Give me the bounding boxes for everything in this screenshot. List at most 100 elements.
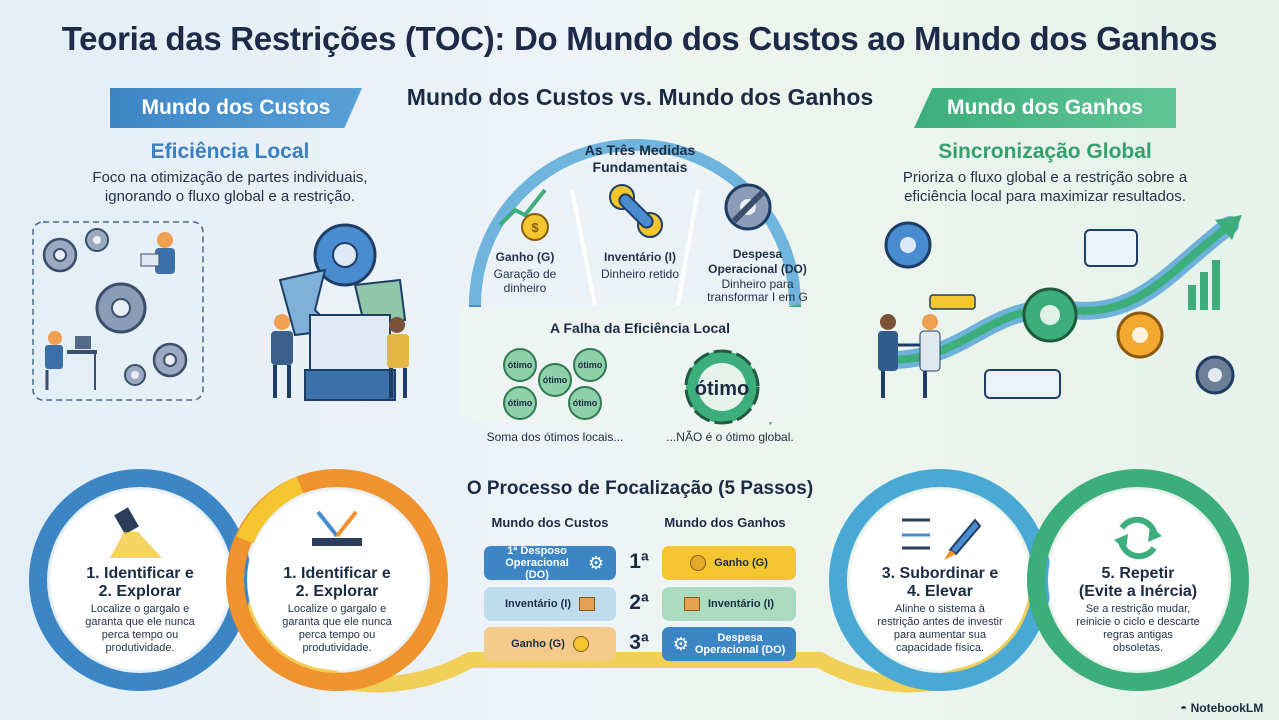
ganhos-item-2: Inventário (I) <box>662 587 796 621</box>
gear-icon <box>124 364 146 386</box>
step4-desc-4: obsoletas. <box>1112 642 1164 654</box>
ganho-title: Ganho (G) <box>495 250 555 264</box>
dashed-frame <box>32 221 204 401</box>
gear-icon <box>42 237 78 273</box>
step2-desc-2: garanta que ele nunca <box>282 616 392 628</box>
process-flow <box>29 469 1249 693</box>
worker-at-desk-icon <box>45 331 97 390</box>
global-optimum-bubble: ótimo <box>684 349 760 425</box>
step4-title-line1: 5. Repetir <box>1101 565 1175 582</box>
spotlight-icon <box>110 507 162 558</box>
col-mundo-ganhos: Mundo dos Ganhos <box>664 515 786 530</box>
svg-text:$: $ <box>531 220 539 235</box>
custos-item-1-line2: Operacional (DO) <box>505 557 569 581</box>
ganhos-item-2-label: Inventário (I) <box>707 598 774 610</box>
gear-icon <box>1022 287 1078 343</box>
step-ring-4 <box>1027 469 1249 691</box>
left-illustration <box>32 221 409 401</box>
step-disc-2 <box>247 490 427 670</box>
step-disc-3 <box>850 490 1030 670</box>
converging-arrows-icon <box>312 510 362 546</box>
bubble-label: ótimo <box>578 360 603 370</box>
failure-heading: A Falha da Eficiência Local <box>550 320 730 336</box>
gear-icon <box>152 342 188 378</box>
custos-item-2: Inventário (I) <box>484 587 616 621</box>
measures-heading-line1: As Três Medidas <box>584 142 696 158</box>
custos-item-3-label: Ganho (G) <box>511 638 565 650</box>
banner-mundo-custos: Mundo dos Custos <box>110 88 362 128</box>
left-desc-line1: Foco na otimização de partes individuais… <box>92 169 368 186</box>
inner-circle <box>698 363 746 411</box>
rank-2: 2ª <box>629 591 649 614</box>
col-mundo-custos: Mundo dos Custos <box>491 515 609 530</box>
bubble-otimo <box>503 386 537 420</box>
gear-icon <box>85 228 109 252</box>
step2-title-line1: 1. Identificar e <box>283 565 391 582</box>
ganho-desc-line1: Garação de <box>493 267 557 281</box>
despesa-title-line1: Despesa <box>732 247 783 261</box>
center-heading: Mundo dos Custos vs. Mundo dos Ganhos <box>406 84 874 110</box>
step4-title-line2: (Evite a Inércia) <box>1078 583 1198 600</box>
ganho-desc-line2: dinheiro <box>503 281 547 295</box>
local-optima-bubbles: ótimo ótimo ótimo ótimo ótimo <box>503 348 607 420</box>
worker-icon <box>271 314 293 398</box>
subtitle-eficiencia-local: Eficiência Local <box>150 140 310 163</box>
despesa-desc-line1: Dinheiro para <box>721 277 794 291</box>
bubble-otimo <box>573 348 607 382</box>
step3-title-line2: 4. Elevar <box>907 583 973 600</box>
inventario-title: Inventário (I) <box>603 250 676 264</box>
step1-desc-4: produtividade. <box>105 642 175 654</box>
inventario-desc: Dinheiro retido <box>600 267 680 281</box>
rank-3: 3ª <box>629 631 649 654</box>
align-rocket-icon <box>902 518 982 560</box>
bubble-otimo <box>568 386 602 420</box>
caption-soma-otimos: Soma dos ótimos locais... <box>486 430 624 444</box>
banner-mundo-ganhos: Mundo dos Ganhos <box>914 88 1176 128</box>
step-ring-2 <box>226 469 448 691</box>
box-icon <box>683 597 700 611</box>
custos-item-2-label: Inventário (I) <box>504 598 571 610</box>
caption-nao-otimo-global: ...NÃO é o ótimo global. <box>666 430 794 444</box>
ganhos-item-3-line1: Despesa <box>717 632 763 644</box>
step2-desc-4: produtividade. <box>302 642 372 654</box>
step4-desc-2: reinicie o ciclo e descarte <box>1076 616 1200 628</box>
desk-icon <box>304 369 396 401</box>
central-diagram: $ <box>460 139 810 430</box>
bubble-label: ótimo <box>543 375 568 385</box>
measures-panel <box>485 155 785 305</box>
step4-desc-1: Se a restrição mudar, <box>1085 603 1191 615</box>
handshake-people-icon <box>878 314 941 398</box>
bubble-label: ótimo <box>508 360 533 370</box>
gear-icon <box>1195 355 1235 395</box>
chain-link-icon <box>609 184 663 238</box>
step2-title-line2: 2. Explorar <box>295 583 379 600</box>
step3-desc-4: capacidade física. <box>895 642 985 654</box>
process-heading: O Processo de Focalização (5 Passos) <box>466 478 814 499</box>
measures-heading-line2: Fundamentais <box>592 159 688 175</box>
step1-desc-3: perca tempo ou <box>101 629 179 641</box>
right-desc-line2: eficiência local para maximizar resultad… <box>904 188 1186 205</box>
big-bubble-label: ótimo <box>695 378 749 400</box>
board-icon <box>309 314 391 376</box>
ganhos-item-3-line2: Operacional (DO) <box>694 644 786 656</box>
refresh-cycle-icon <box>1114 516 1162 560</box>
subtitle-sincronizacao-global: Sincronização Global <box>938 140 1152 163</box>
package-icon <box>929 294 976 310</box>
gear-icon <box>1116 311 1164 359</box>
box-icon <box>579 597 595 611</box>
ganhos-item-1: Ganho (G) <box>662 546 796 580</box>
bubble-otimo <box>538 363 572 397</box>
gear-icon <box>884 221 932 269</box>
page-title: Teoria das Restrições (TOC): Do Mundo do… <box>61 20 1218 57</box>
rank-1: 1ª <box>629 550 649 573</box>
growth-chart-icon: $ <box>498 188 549 241</box>
bubble-label: ótimo <box>508 398 533 408</box>
chat-bubble-icon <box>984 369 1061 399</box>
chat-bubble-icon <box>1084 229 1138 267</box>
right-desc-line1: Prioriza o fluxo global e a restrição so… <box>902 169 1188 186</box>
gear-icon: ⚙ <box>588 553 605 573</box>
arc-outline <box>469 139 801 306</box>
despesa-title-line2: Operacional (DO) <box>708 262 807 276</box>
custos-item-1-line1: 1ª Desposo <box>507 545 567 557</box>
bar-chart-icon <box>1188 260 1220 310</box>
